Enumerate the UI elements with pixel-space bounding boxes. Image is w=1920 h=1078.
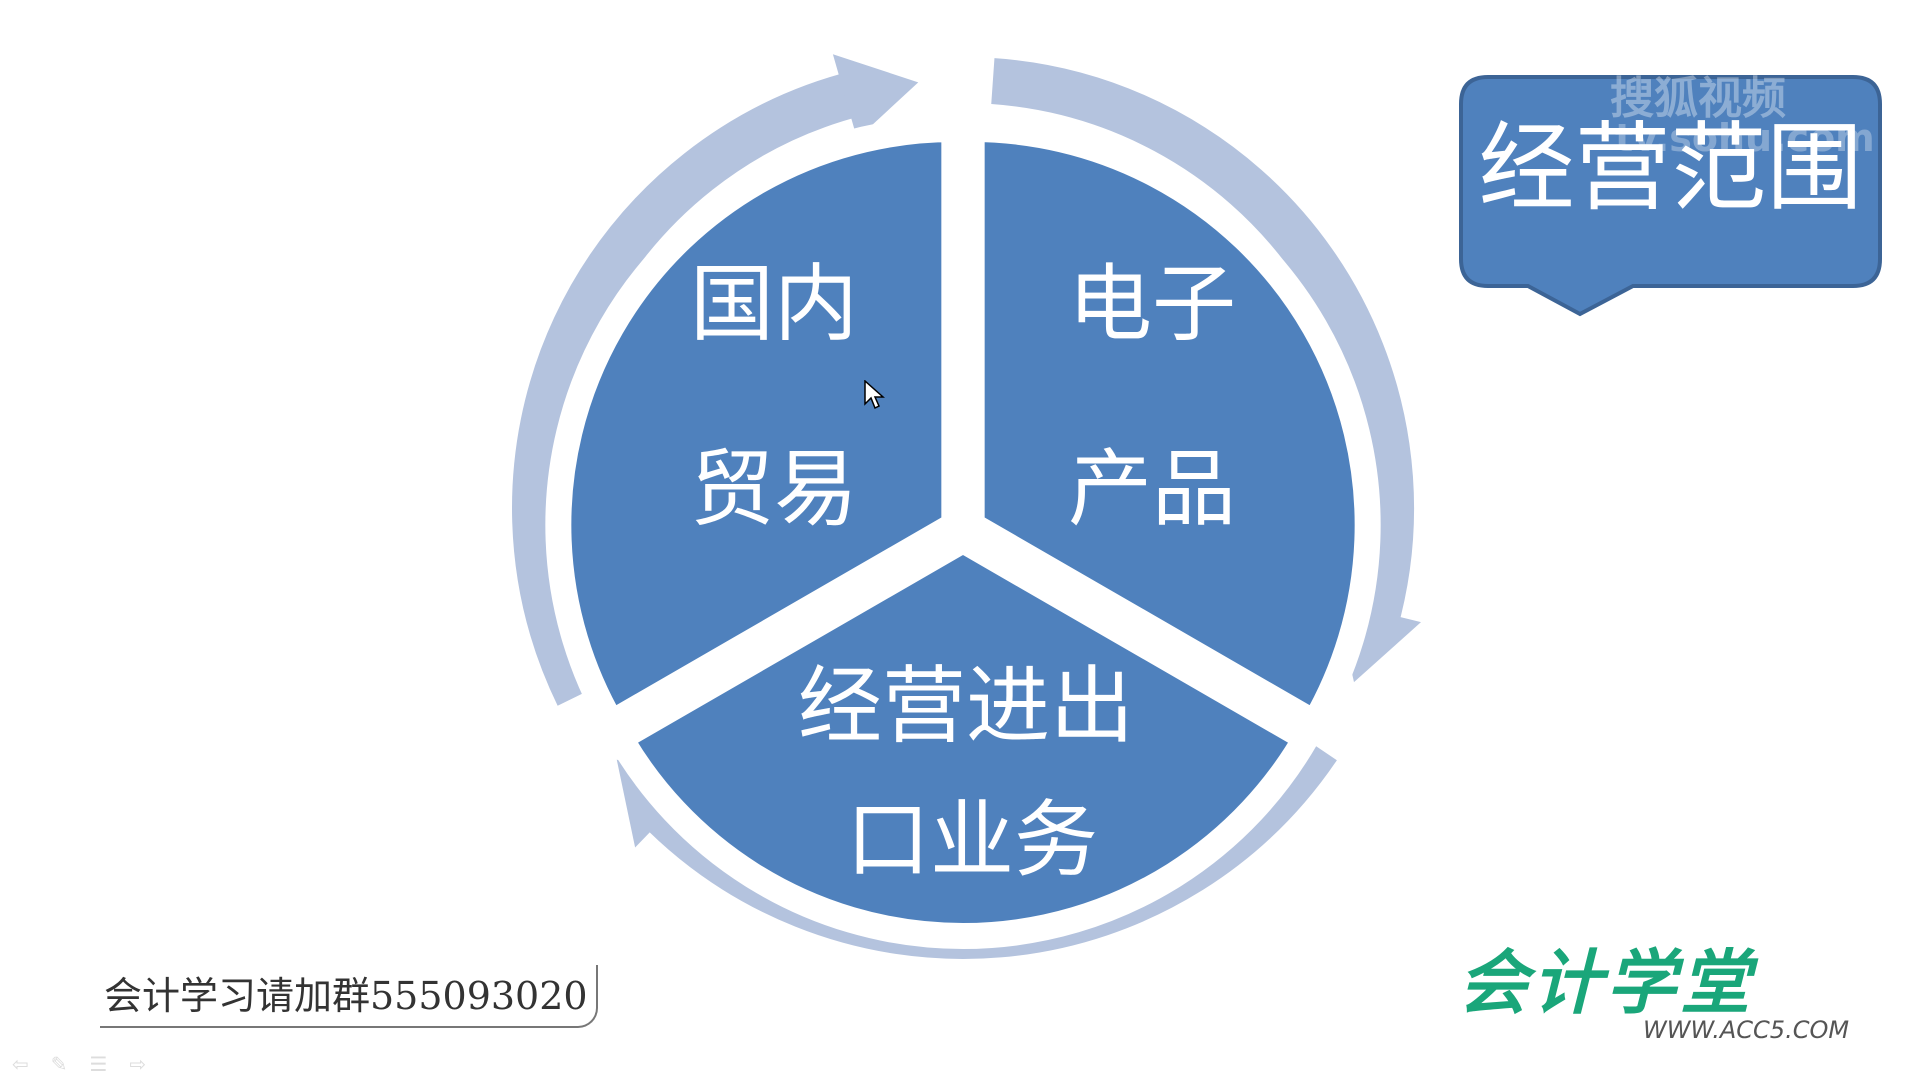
arrow-left-icon[interactable]: ⇦ (12, 1052, 29, 1076)
pen-icon[interactable]: ✎ (50, 1052, 68, 1076)
callout-shape (1459, 75, 1882, 317)
callout-title: 经营范围 (1478, 112, 1863, 224)
segment-electronics-line2: 产品 (1067, 440, 1237, 538)
segment-electronics-line1: 电子 (1067, 255, 1237, 353)
watermark-brand: 搜狐视频 (1610, 73, 1786, 124)
menu-icon[interactable]: ☰ (89, 1052, 108, 1076)
pie-segment (607, 527, 1319, 949)
segment-domestic-line1: 国内 (689, 255, 859, 353)
segment-import-export-line2: 口业务 (845, 791, 1099, 889)
pie-segments (545, 116, 1381, 949)
watermark-url: tv.sohu.com (1615, 116, 1875, 160)
logo-text: 会计学堂 (1458, 942, 1754, 1024)
arrow-right-icon[interactable]: ⇨ (129, 1052, 147, 1076)
slide-nav: ⇦ ✎ ☰ ⇨ (12, 1052, 146, 1076)
pie-segment (545, 116, 968, 736)
pie-segment (958, 116, 1381, 736)
ring-arc (991, 58, 1414, 633)
ring-arrowhead (832, 54, 919, 139)
logo-url: WWW.ACC5.COM (1643, 1016, 1850, 1044)
mouse-cursor-icon (864, 380, 885, 410)
ring-arc (512, 70, 866, 706)
acc5-logo: 会计学堂 WWW.ACC5.COM (1458, 942, 1849, 1044)
segment-import-export-line1: 经营进出 (797, 657, 1135, 755)
segment-domestic-line2: 贸易 (689, 440, 859, 538)
group-note: 会计学习请加群555093020 (100, 965, 598, 1028)
